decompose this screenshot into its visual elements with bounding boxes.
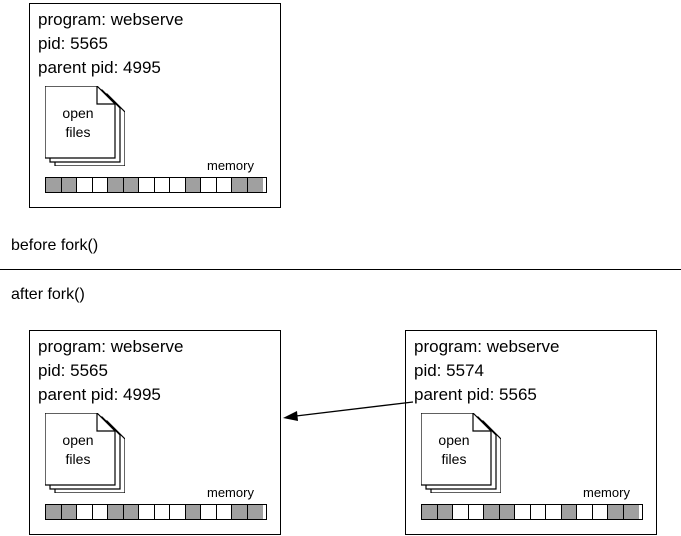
memory-cell-used (247, 178, 263, 192)
memory-cell-used (46, 505, 62, 519)
divider-line (0, 269, 681, 270)
open-files-label-line2: files (441, 451, 467, 467)
memory-cell-used (247, 505, 263, 519)
open-files-label-line2: files (65, 124, 91, 140)
process-box-parent: program: webserve pid: 5565 parent pid: … (29, 330, 281, 535)
memory-cell-used (484, 505, 500, 519)
parent-pid-label: parent pid: 4995 (38, 58, 161, 77)
memory-cell-used (232, 505, 248, 519)
memory-cell-free (515, 505, 531, 519)
memory-cell-free (77, 505, 93, 519)
memory-cell-used (232, 178, 248, 192)
memory-bar (45, 504, 267, 520)
memory-bar (45, 177, 267, 193)
memory-cell-free (201, 178, 217, 192)
memory-cell-free (577, 505, 593, 519)
memory-cell-free (139, 178, 155, 192)
open-files-icon: open files (421, 413, 501, 493)
pid-label: pid: 5565 (38, 361, 108, 380)
memory-cell-free (92, 178, 108, 192)
memory-bar (421, 504, 643, 520)
memory-cell-used (623, 505, 639, 519)
open-files-label-line2: files (65, 451, 91, 467)
memory-cell-used (123, 178, 139, 192)
open-files-label-line1: open (62, 432, 94, 448)
memory-cell-used (108, 505, 124, 519)
memory-cell-used (61, 505, 77, 519)
memory-cell-free (530, 505, 546, 519)
memory-cell-free (92, 505, 108, 519)
program-label: program: webserve (38, 337, 184, 356)
parent-pid-label: parent pid: 4995 (38, 385, 161, 404)
memory-cell-free (170, 505, 186, 519)
memory-cell-free (154, 505, 170, 519)
open-files-label-line1: open (438, 432, 470, 448)
memory-cell-used (123, 505, 139, 519)
parent-pid-label: parent pid: 5565 (414, 385, 537, 404)
memory-cell-free (468, 505, 484, 519)
before-fork-caption: before fork() (11, 237, 99, 254)
memory-cell-free (216, 505, 232, 519)
memory-cell-free (216, 178, 232, 192)
process-box-before: program: webserve pid: 5565 parent pid: … (29, 3, 281, 208)
memory-cell-free (453, 505, 469, 519)
memory-cell-free (201, 505, 217, 519)
memory-cell-used (185, 178, 201, 192)
pid-label: pid: 5574 (414, 361, 484, 380)
memory-cell-used (185, 505, 201, 519)
memory-cell-used (437, 505, 453, 519)
memory-label: memory (207, 158, 254, 173)
memory-cell-free (546, 505, 562, 519)
memory-cell-free (154, 178, 170, 192)
program-label: program: webserve (38, 10, 184, 29)
memory-cell-used (108, 178, 124, 192)
memory-label: memory (583, 485, 630, 500)
open-files-icon: open files (45, 413, 125, 493)
process-box-child: program: webserve pid: 5574 parent pid: … (405, 330, 657, 535)
memory-cell-used (608, 505, 624, 519)
memory-cell-used (61, 178, 77, 192)
memory-cell-used (422, 505, 438, 519)
open-files-icon: open files (45, 86, 125, 166)
program-label: program: webserve (414, 337, 560, 356)
memory-cell-used (499, 505, 515, 519)
open-files-label-line1: open (62, 105, 94, 121)
memory-cell-used (561, 505, 577, 519)
memory-cell-free (77, 178, 93, 192)
memory-cell-free (139, 505, 155, 519)
pid-label: pid: 5565 (38, 34, 108, 53)
memory-label: memory (207, 485, 254, 500)
after-fork-caption: after fork() (11, 286, 85, 303)
memory-cell-free (170, 178, 186, 192)
memory-cell-free (592, 505, 608, 519)
memory-cell-used (46, 178, 62, 192)
